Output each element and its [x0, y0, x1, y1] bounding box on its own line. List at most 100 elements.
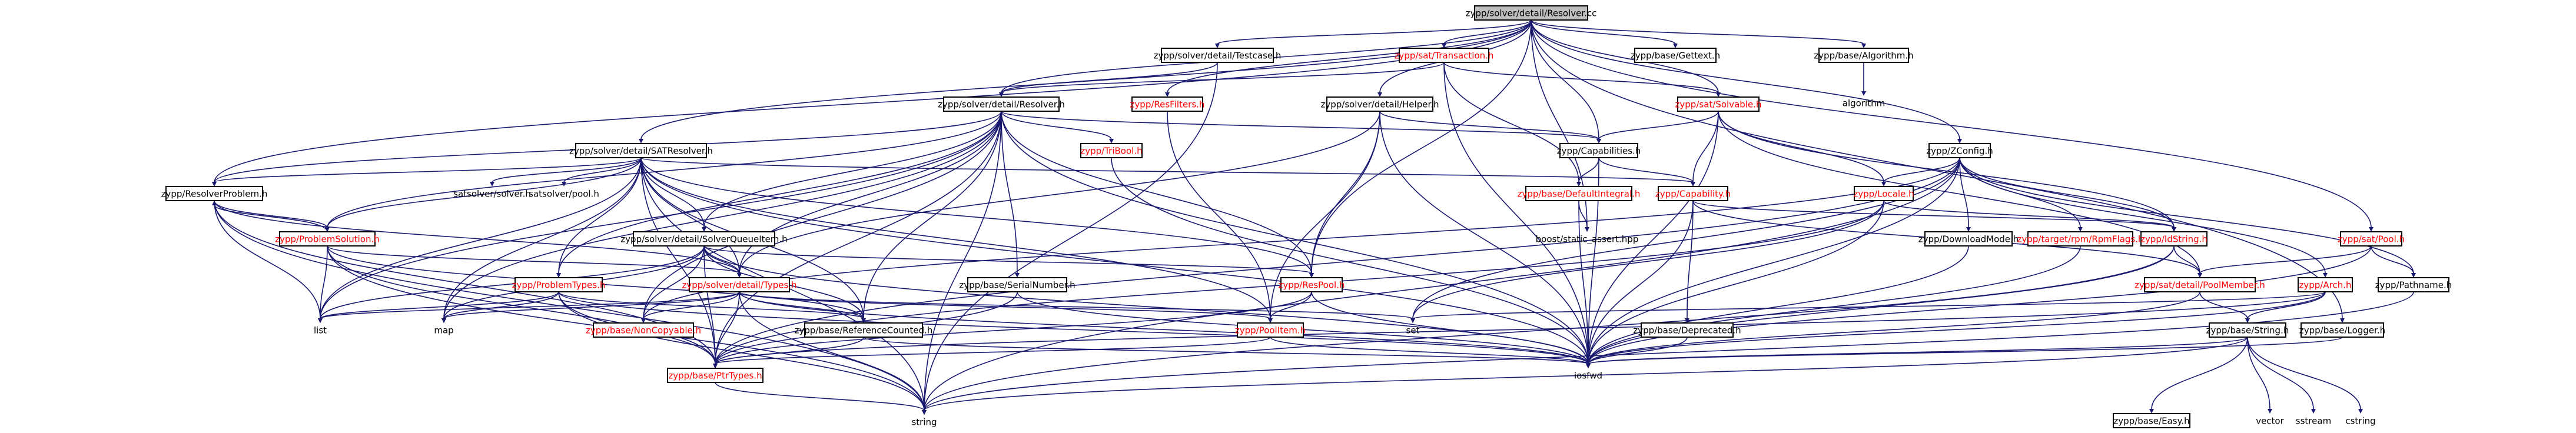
node-ptrtypes[interactable]: zypp/base/PtrTypes.h [667, 368, 763, 383]
node-helper[interactable]: zypp/solver/detail/Helper.h [1320, 96, 1439, 112]
node-defaultintegral[interactable]: zypp/base/DefaultIntegral.h [1518, 186, 1641, 201]
include-edge-transaction-to-defaultintegral [1443, 62, 1579, 183]
node-box [1658, 186, 1728, 201]
node-label: zypp/Locale.h [1853, 189, 1914, 199]
include-edge-types-to-set [739, 291, 1413, 319]
node-satsolver: satsolver/solver.h [453, 189, 531, 199]
include-edge-root-to-getset [1531, 19, 1676, 45]
node-box [1326, 96, 1433, 112]
include-edge-arch-to-iosfwd [1588, 291, 2326, 365]
node-algorithm_h[interactable]: zypp/base/Algorithm.h [1814, 48, 1914, 63]
node-box [1080, 143, 1143, 158]
node-capability[interactable]: zypp/Capability.h [1655, 186, 1731, 201]
include-edge-arrowhead [713, 364, 718, 368]
include-edge-root-to-respool [1311, 19, 1532, 274]
include-edge-arrowhead [2323, 273, 2328, 278]
node-cstring: cstring [2345, 416, 2375, 427]
include-edge-resolver_h-to-respool [1001, 111, 1312, 274]
node-resfilters[interactable]: zypp/ResFilters.h [1130, 96, 1205, 112]
node-respool[interactable]: zypp/ResPool.h [1279, 277, 1345, 292]
node-noncopyable[interactable]: zypp/base/NonCopyable.h [586, 322, 701, 338]
node-tribool[interactable]: zypp/TriBool.h [1080, 143, 1143, 158]
node-easy[interactable]: zypp/base/Easy.h [2113, 413, 2190, 428]
include-edge-arrowhead [2311, 409, 2316, 414]
node-testcase[interactable]: zypp/solver/detail/Testcase.h [1154, 48, 1282, 63]
node-label: satsolver/pool.h [529, 189, 599, 199]
node-logger[interactable]: zypp/base/Logger.h [2299, 322, 2385, 338]
node-getset[interactable]: zypp/base/Gettext.h [1631, 48, 1720, 63]
node-satpool_h[interactable]: zypp/sat/Pool.h [2338, 231, 2405, 247]
node-resolver_h[interactable]: zypp/solver/detail/Resolver.h [938, 96, 1065, 112]
include-edge-resolverproblem-to-types [214, 200, 740, 274]
node-rpmflags[interactable]: zypp/target/rpm/RpmFlags.h [2017, 231, 2144, 247]
node-list: list [314, 325, 327, 336]
include-edge-satresolver-to-satpool [563, 157, 642, 183]
node-label: zypp/base/Gettext.h [1631, 51, 1720, 61]
include-edge-arrowhead [1268, 318, 1273, 323]
include-edge-zconfig-to-locale [1883, 157, 1960, 183]
include-edge-zconfig-to-pathname [1959, 157, 2414, 274]
node-label: map [434, 325, 453, 336]
include-edge-arrowhead [325, 227, 330, 232]
node-label: zypp/TriBool.h [1080, 146, 1142, 156]
node-label: set [1406, 325, 1420, 336]
node-box [2140, 231, 2207, 247]
include-edge-root-to-testcase [1217, 19, 1532, 45]
include-edge-root-to-satresolver [640, 19, 1532, 140]
node-arch[interactable]: zypp/Arch.h [2298, 277, 2353, 292]
include-edge-arrowhead [1716, 92, 1721, 97]
node-resolverproblem[interactable]: zypp/ResolverProblem.h [161, 186, 268, 201]
include-edge-solvable-to-idstring [1718, 111, 2175, 228]
include-edge-arrowhead [318, 318, 323, 323]
edge-layer [212, 19, 2416, 415]
include-edge-solverqueueitem-to-noncopyable [643, 245, 705, 319]
include-edge-resolverproblem-to-list [214, 200, 321, 319]
include-edge-problemtypes-to-map [443, 291, 559, 319]
node-label: zypp/solver/detail/Helper.h [1320, 99, 1439, 110]
node-pathname[interactable]: zypp/Pathname.h [2375, 277, 2452, 292]
include-edge-helper-to-types [739, 111, 1380, 274]
include-edge-idstring-to-poolmember [2173, 245, 2200, 274]
node-box [1818, 48, 1909, 63]
node-deprecated[interactable]: zypp/base/Deprecated.h [1633, 322, 1741, 338]
include-edge-arrowhead [562, 182, 566, 186]
node-box [593, 322, 694, 338]
node-label: zypp/base/Algorithm.h [1814, 51, 1913, 61]
node-serialnumber[interactable]: zypp/base/SerialNumber.h [959, 277, 1075, 292]
node-poolmember[interactable]: zypp/sat/detail/PoolMember.h [2135, 277, 2265, 292]
include-edge-solvable-to-capability [1692, 111, 1719, 183]
node-label: string [911, 417, 937, 428]
include-edge-capability-to-deprecated [1687, 200, 1694, 319]
node-capabilities[interactable]: zypp/Capabilities.h [1557, 143, 1641, 158]
node-box [1928, 143, 1991, 158]
node-string_h[interactable]: zypp/base/String.h [2206, 322, 2289, 338]
node-box [279, 231, 376, 247]
include-edge-arrowhead [1586, 364, 1591, 368]
node-satresolver[interactable]: zypp/solver/detail/SATResolver.h [569, 143, 713, 158]
node-types[interactable]: zypp/solver/detail/Types.h [682, 277, 797, 292]
node-zconfig[interactable]: zypp/ZConfig.h [1926, 143, 1993, 158]
node-root[interactable]: zypp/solver/detail/Resolver.cc [1466, 5, 1597, 21]
node-idstring[interactable]: zypp/IdString.h [2140, 231, 2207, 247]
include-edge-helper-to-respool [1311, 111, 1380, 274]
node-solvable[interactable]: zypp/sat/Solvable.h [1675, 96, 1762, 112]
node-downloadmode[interactable]: zypp/DownloadMode.h [1918, 231, 2019, 247]
node-vector: vector [2256, 416, 2284, 427]
include-edge-types-to-string [739, 291, 925, 411]
include-edge-types-to-iosfwd [739, 291, 1589, 365]
include-edge-root-to-zconfig [1531, 19, 1960, 140]
node-box [1280, 277, 1343, 292]
node-solverqueueitem[interactable]: zypp/solver/detail/SolverQueueItem.h [620, 231, 788, 247]
node-refcounted[interactable]: zypp/base/ReferenceCounted.h [795, 322, 933, 338]
include-edge-solvable-to-capabilities [1598, 111, 1719, 140]
include-edge-poolitem-to-ptrtypes [715, 337, 1271, 365]
node-problemtypes[interactable]: zypp/ProblemTypes.h [512, 277, 606, 292]
include-edge-resolver_h-to-refcounted [863, 111, 1002, 319]
include-edge-resfilters-to-poolitem [1167, 111, 1271, 319]
node-locale[interactable]: zypp/Locale.h [1853, 186, 1914, 201]
include-edge-helper-to-capabilities [1379, 111, 1599, 140]
node-transaction[interactable]: zypp/sat/Transaction.h [1395, 48, 1494, 63]
node-poolitem[interactable]: zypp/PoolItem.h [1235, 322, 1306, 338]
node-problemsolution[interactable]: zypp/ProblemSolution.h [275, 231, 380, 247]
node-label: zypp/solver/detail/Resolver.cc [1466, 8, 1597, 19]
